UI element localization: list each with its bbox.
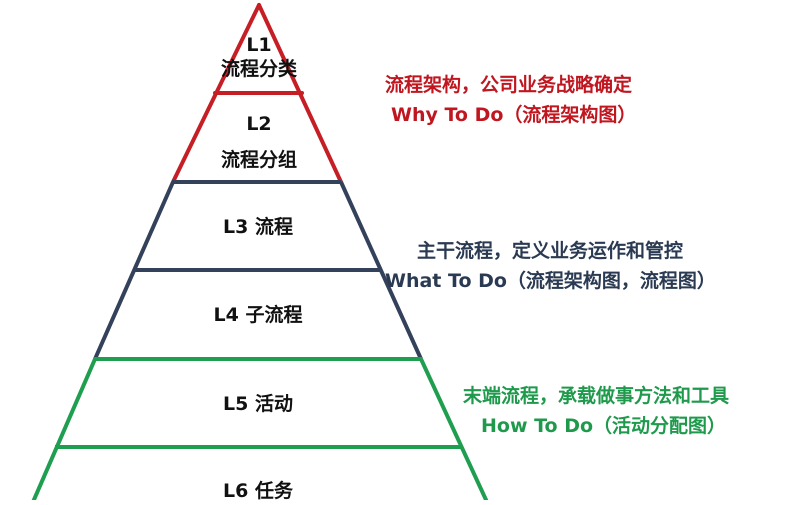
level-l1: L1 流程分类 [209,33,309,81]
bottom-section-outline [31,357,489,500]
annotation-middle-line1: 主干流程，定义业务运作和管控 [417,240,684,262]
level-l1-name: 流程分类 [220,58,297,80]
level-l3-label: L3 流程 [223,216,293,238]
level-l5: L5 活动 [178,390,338,418]
level-l3: L3 流程 [178,213,338,241]
annotation-bottom: 末端流程，承载做事方法和工具 How To Do（活动分配图） [463,381,729,441]
annotation-bottom-line1: 末端流程，承载做事方法和工具 [463,385,730,407]
level-l5-label: L5 活动 [223,393,293,415]
level-l6: L6 任务 [178,477,338,505]
annotation-bottom-line2: How To Do（活动分配图） [481,415,727,437]
annotation-top: 流程架构，公司业务战略确定 Why To Do（流程架构图） [385,70,636,130]
level-l6-label: L6 任务 [223,480,293,502]
annotation-top-line1: 流程架构，公司业务战略确定 [385,74,633,96]
level-l1-code: L1 [246,34,272,56]
level-l2: L2 流程分组 [199,106,319,178]
level-l2-name: 流程分组 [220,149,297,171]
level-l4: L4 子流程 [178,301,338,329]
level-l4-label: L4 子流程 [213,304,303,326]
annotation-middle-line2: What To Do（流程架构图，流程图） [385,270,716,292]
annotation-top-line2: Why To Do（流程架构图） [391,104,637,126]
annotation-middle: 主干流程，定义业务运作和管控 What To Do（流程架构图，流程图） [385,236,716,296]
level-l2-code: L2 [246,113,272,135]
top-section-outline [171,3,343,184]
middle-section-outline [93,180,423,360]
